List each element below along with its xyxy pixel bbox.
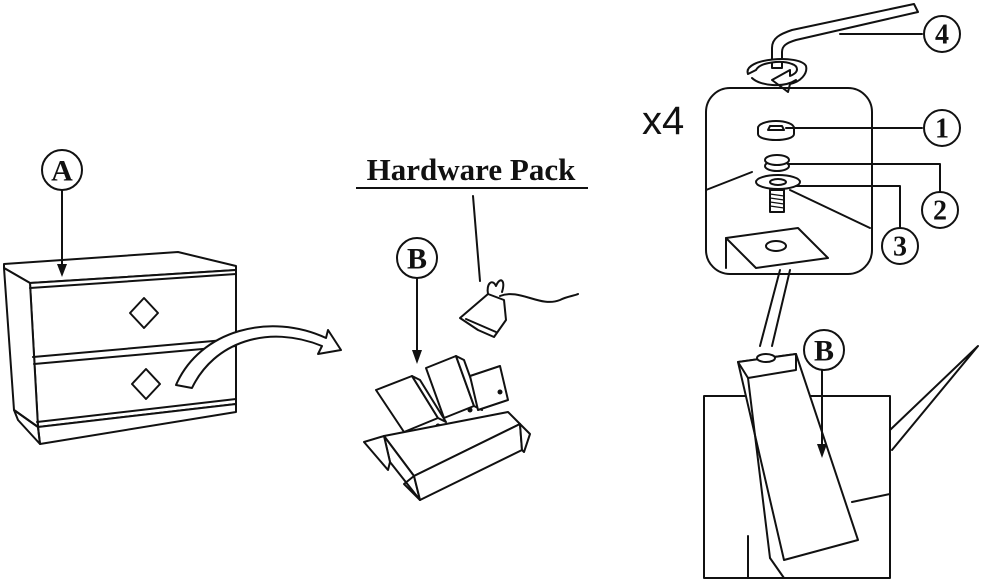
label-b-box-callout: B <box>396 237 438 364</box>
hardware-pack-title-group: Hardware Pack <box>356 152 588 282</box>
legs-box <box>363 355 531 501</box>
callout-4: 4 <box>839 15 961 53</box>
screw-stack <box>755 120 801 213</box>
pull-out-arrow <box>175 325 342 389</box>
dresser-a <box>3 251 342 445</box>
diamond-handle-top <box>129 297 159 329</box>
callout-4-number: 4 <box>935 20 949 51</box>
callout-3: 3 <box>795 185 919 265</box>
callout-2: 2 <box>787 163 959 229</box>
label-b-detail-callout: B <box>803 329 845 458</box>
quantity-label: x4 <box>642 99 684 143</box>
label-b-box: B <box>407 243 427 276</box>
callout-1-number: 1 <box>935 114 949 145</box>
diamond-handle-bottom <box>131 368 161 400</box>
callout-3-number: 3 <box>893 232 907 263</box>
callout-1: 1 <box>785 109 961 147</box>
callout-2-number: 2 <box>933 196 947 227</box>
label-a-callout: A <box>41 149 83 277</box>
mounting-plate <box>725 227 829 269</box>
allen-key <box>746 3 919 93</box>
hardware-pack-title: Hardware Pack <box>367 152 576 187</box>
label-a: A <box>51 155 73 188</box>
label-b-detail: B <box>814 335 834 368</box>
leg-assembly <box>703 345 979 579</box>
hardware-bag <box>459 279 579 338</box>
